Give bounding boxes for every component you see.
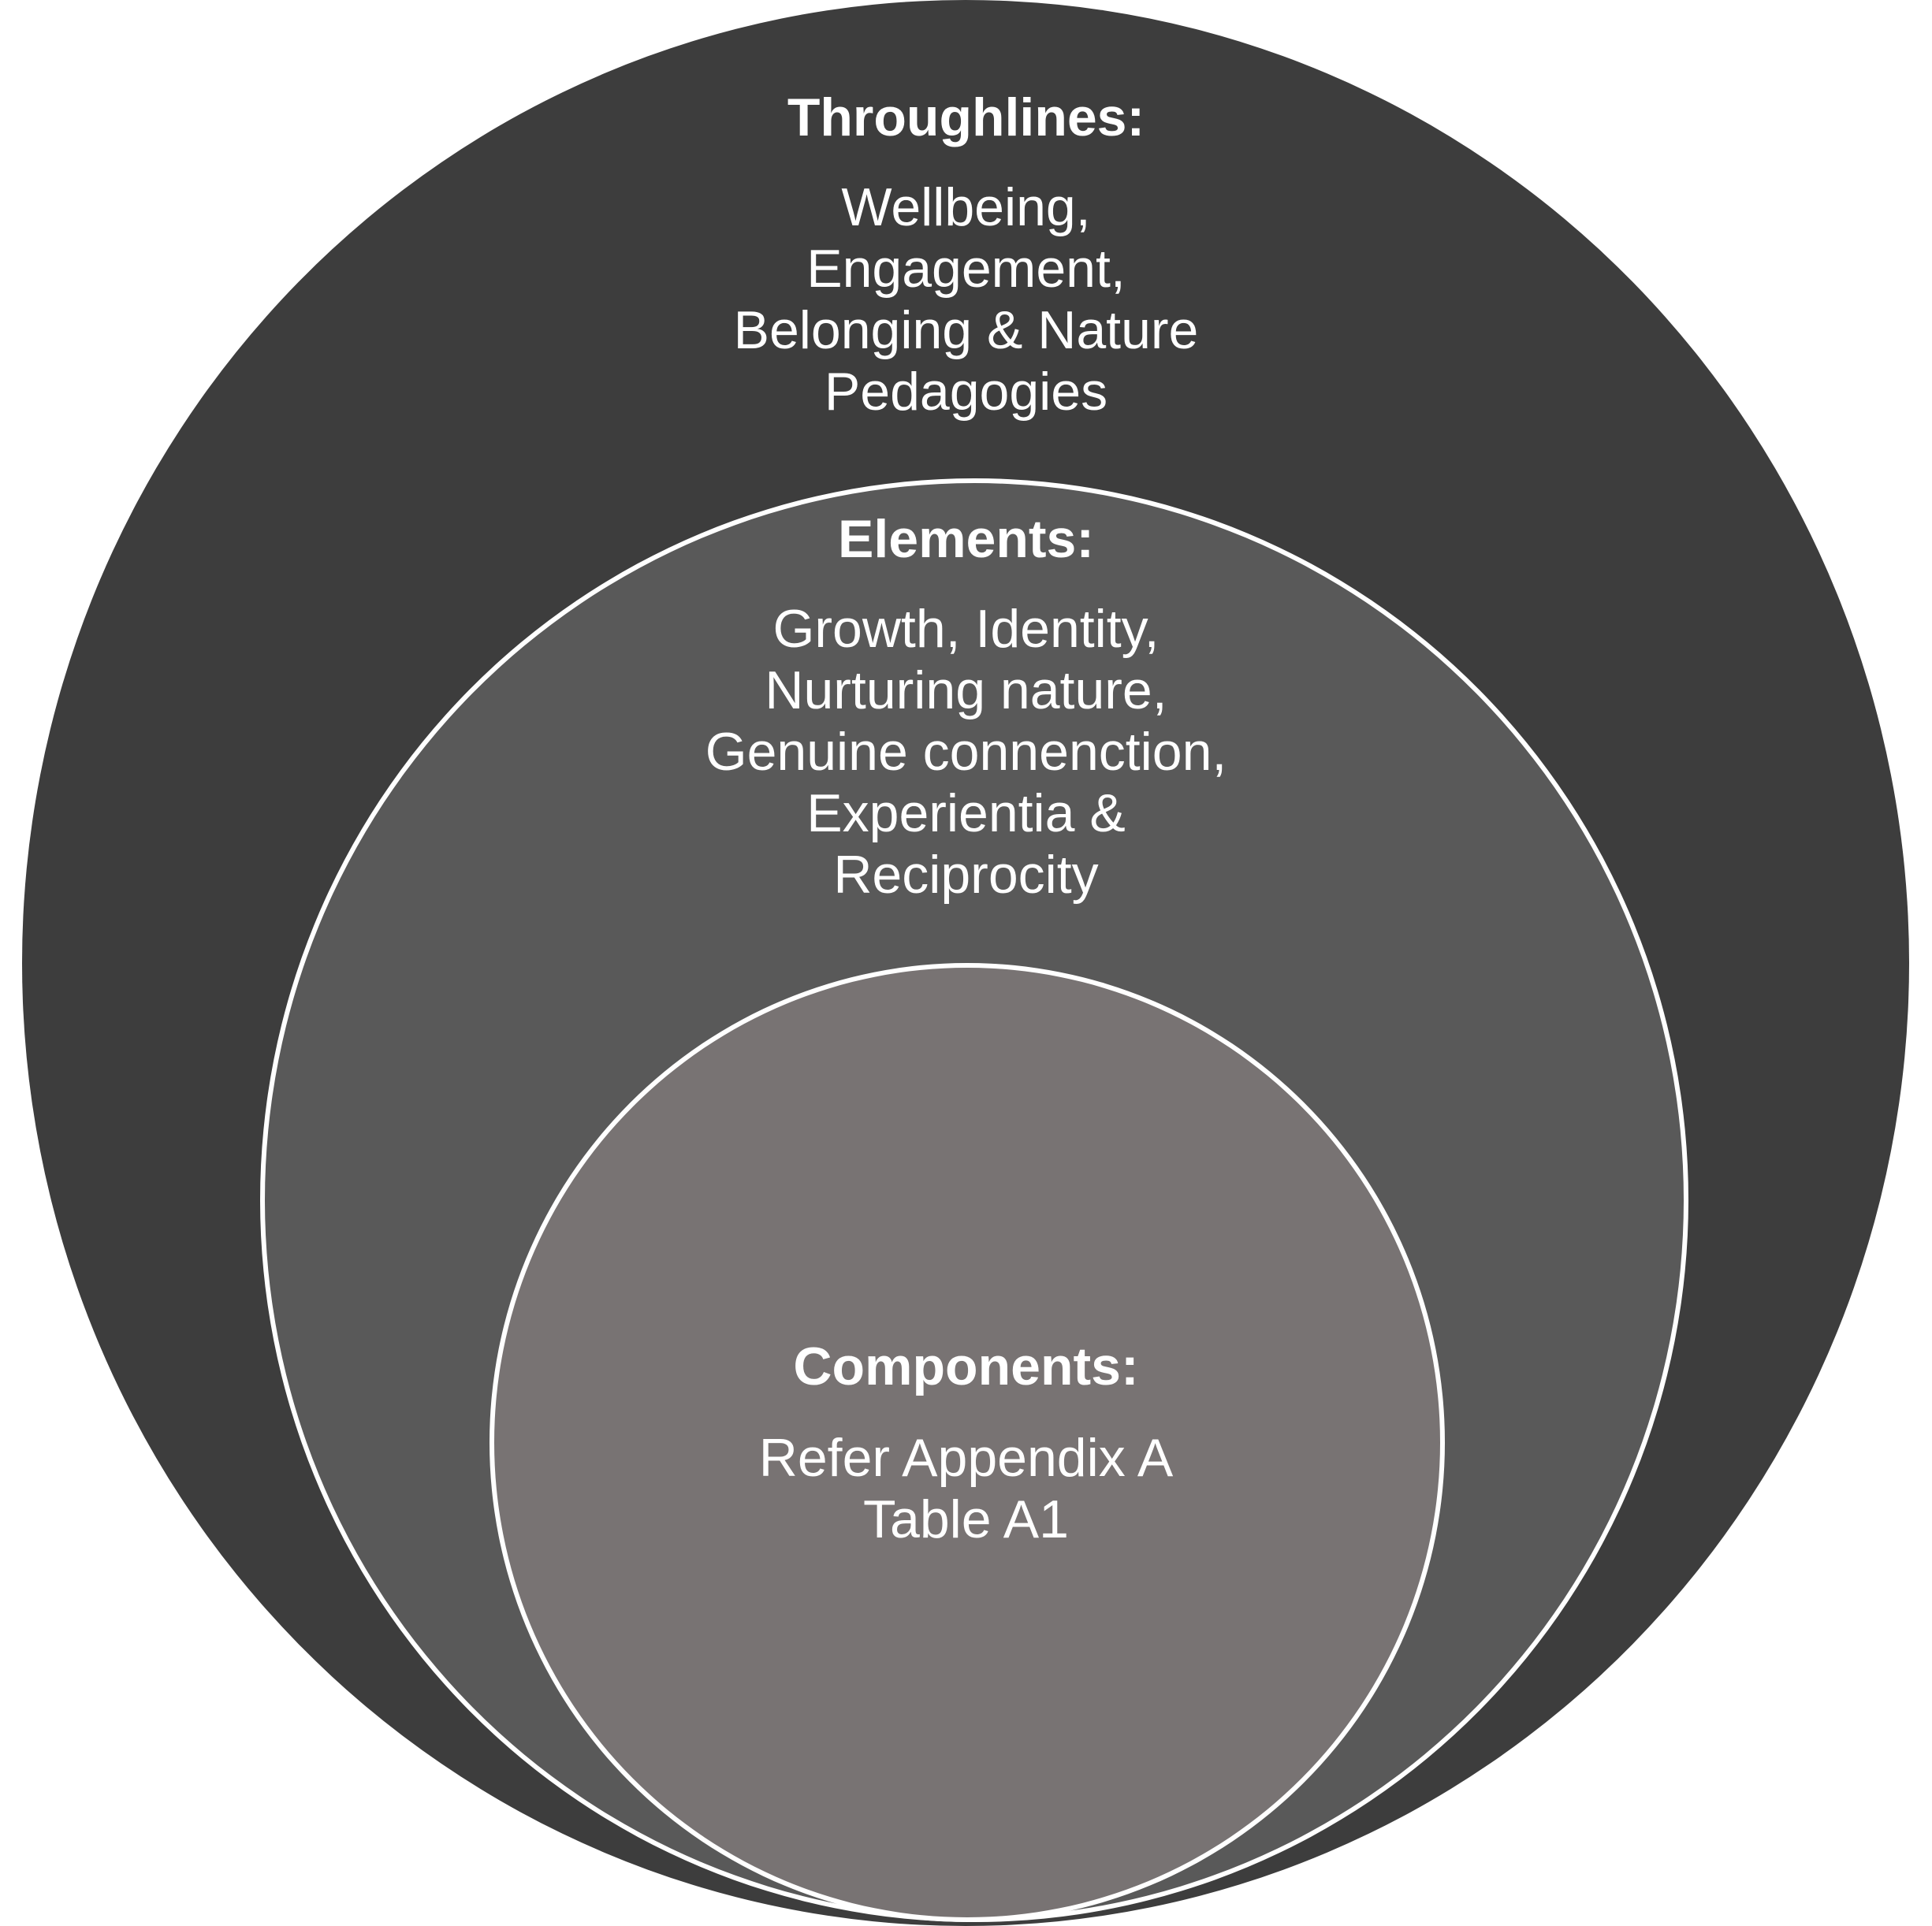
components-heading: Components:: [793, 1337, 1139, 1396]
components-label: Components: Refer Appendix A Table A1: [0, 1336, 1932, 1550]
throughlines-line: Belonging & Nature: [733, 300, 1199, 360]
elements-text: Growth, Identity, Nurturing nature, Genu…: [0, 598, 1932, 905]
elements-line: Genuine connenction,: [705, 722, 1227, 782]
components-circle: [490, 963, 1445, 1922]
elements-line: Reciprocity: [833, 845, 1099, 905]
components-line: Refer Appendix A: [758, 1428, 1174, 1488]
components-text: Refer Appendix A Table A1: [0, 1427, 1932, 1550]
components-line: Table A1: [863, 1489, 1069, 1549]
elements-label: Elements: Growth, Identity, Nurturing na…: [0, 508, 1932, 905]
elements-line: Nurturing nature,: [765, 660, 1167, 720]
throughlines-label: Throughlines: Wellbeing, Engagement, Bel…: [0, 87, 1932, 422]
throughlines-line: Wellbeing,: [841, 177, 1091, 237]
elements-line: Experientia &: [806, 783, 1126, 843]
throughlines-line: Pedagogies: [824, 362, 1108, 422]
throughlines-line: Engagement,: [806, 239, 1126, 299]
throughlines-heading: Throughlines:: [787, 87, 1145, 147]
elements-heading: Elements:: [838, 509, 1094, 569]
elements-line: Growth, Identity,: [772, 599, 1160, 659]
throughlines-text: Wellbeing, Engagement, Belonging & Natur…: [0, 177, 1932, 422]
